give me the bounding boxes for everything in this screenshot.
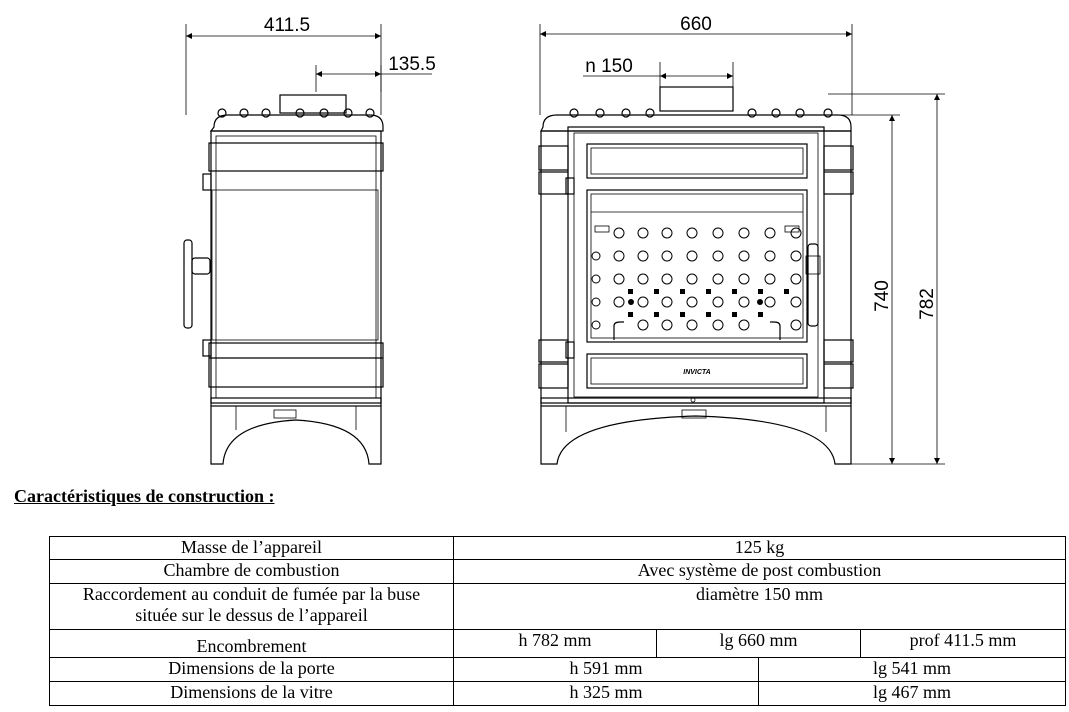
row-value: prof 411.5 mm [860, 629, 1066, 658]
table-row: Dimensions de la vitre h 325 mm lg 467 m… [49, 681, 1066, 706]
stove-technical-drawing: 411.5 135.5 [183, 14, 945, 465]
brand-logo: INVICTA [683, 369, 710, 376]
row-value: h 591 mm [453, 657, 759, 682]
row-value: h 325 mm [453, 681, 759, 706]
row-value: 125 kg [453, 536, 1066, 560]
table-row: Dimensions de la porte h 591 mm lg 541 m… [49, 657, 1066, 682]
row-value: lg 660 mm [656, 629, 861, 658]
row-label: Encombrement [49, 629, 454, 658]
row-label: Masse de l’appareil [49, 536, 454, 560]
row-label-line: située sur le dessus de l’appareil [135, 605, 368, 625]
row-label: Raccordement au conduit de fumée par la … [49, 583, 454, 630]
row-value: diamètre 150 mm [453, 583, 1066, 630]
table-row: Encombrement h 782 mm lg 660 mm prof 411… [49, 629, 1066, 658]
front-view [538, 24, 945, 465]
row-label: Dimensions de la vitre [49, 681, 454, 706]
row-value: Avec système de post combustion [453, 559, 1066, 584]
side-flue-offset-dimension: 135.5 [388, 54, 436, 75]
table-row: Masse de l’appareil 125 kg [49, 536, 1066, 560]
height-740-dimension: 740 [872, 280, 893, 312]
construction-specs-table: Masse de l’appareil 125 kg Chambre de co… [49, 536, 1066, 706]
row-value: lg 541 mm [758, 657, 1066, 682]
section-title: Caractéristiques de construction : [14, 486, 275, 506]
row-label: Dimensions de la porte [49, 657, 454, 682]
side-view [183, 24, 432, 465]
side-width-dimension: 411.5 [264, 15, 310, 36]
row-label: Chambre de combustion [49, 559, 454, 584]
front-width-dimension: 660 [680, 14, 712, 35]
flue-diameter-dimension: n 150 [585, 56, 633, 77]
table-row: Raccordement au conduit de fumée par la … [49, 583, 1066, 630]
height-782-dimension: 782 [917, 288, 938, 320]
row-label-line: Raccordement au conduit de fumée par la … [82, 584, 421, 605]
table-row: Chambre de combustion Avec système de po… [49, 559, 1066, 584]
row-value: lg 467 mm [758, 681, 1066, 706]
row-value: h 782 mm [453, 629, 657, 658]
